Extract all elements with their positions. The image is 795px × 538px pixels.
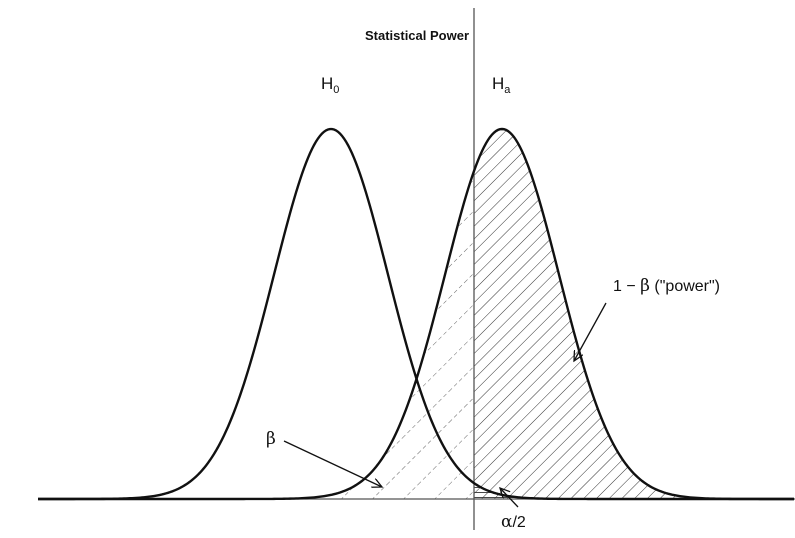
h0-label-main: H (321, 74, 333, 93)
h0-label: H0 (321, 74, 339, 96)
alpha-label-greek: α (501, 512, 513, 532)
beta-label: β (266, 429, 276, 449)
beta-arrow (283, 440, 382, 487)
power-arrow (574, 302, 607, 361)
power-label-beta: β (640, 276, 650, 296)
power-region (474, 129, 795, 499)
beta-region (38, 171, 474, 500)
alpha-label-suffix: /2 (512, 514, 525, 531)
ha-label-subscript: a (504, 84, 511, 96)
ha-label: Ha (492, 74, 511, 96)
h0-label-subscript: 0 (333, 84, 339, 96)
alpha-arrow (500, 488, 519, 508)
power-label: 1 − β ("power") (613, 276, 720, 296)
power-label-prefix: 1 − (613, 278, 640, 295)
alpha-half-label: α/2 (501, 512, 526, 532)
chart-title: Statistical Power (365, 28, 469, 43)
ha-label-main: H (492, 74, 504, 93)
power-label-suffix: ("power") (650, 278, 720, 295)
ha-distribution-curve (38, 127, 794, 501)
